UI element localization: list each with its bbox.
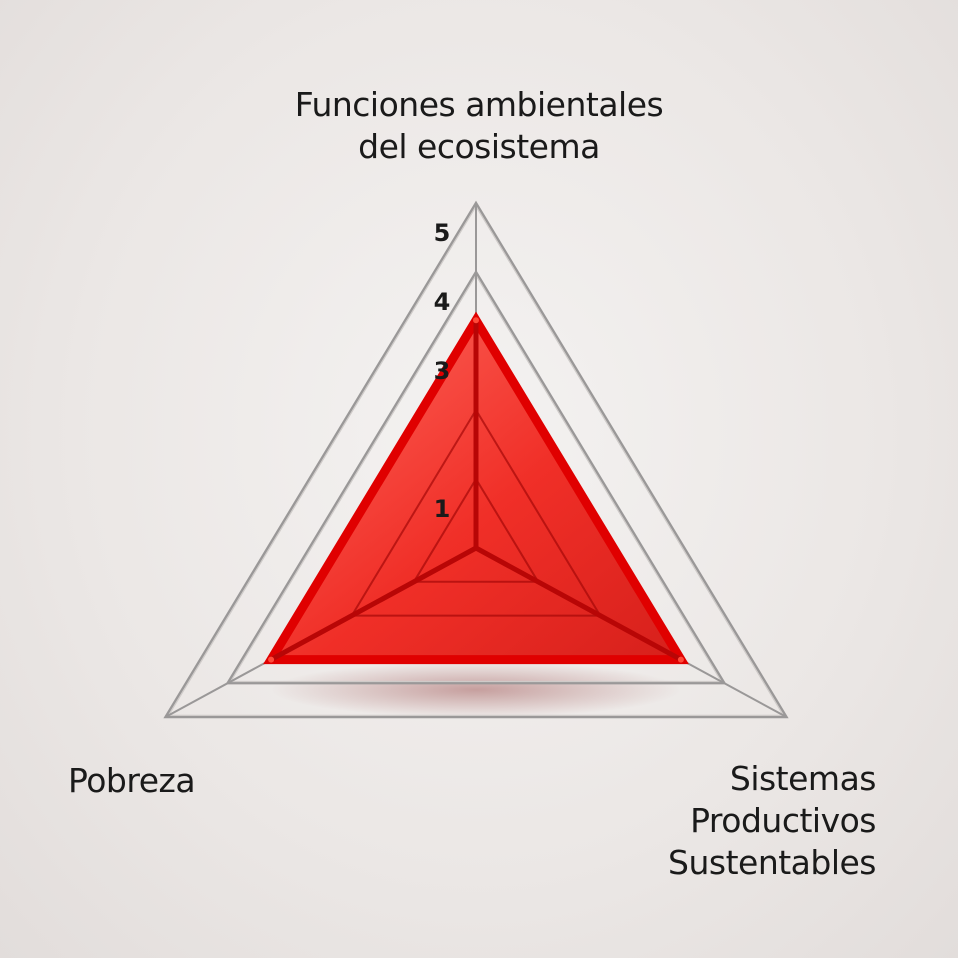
- axis-label-sistemas: Sistemas Productivos Sustentables: [620, 758, 876, 884]
- tick-label: 1: [434, 495, 451, 523]
- tick-label: 4: [434, 288, 451, 316]
- series-vertex: [268, 656, 275, 663]
- inner-grid-ring: [350, 408, 602, 617]
- axis-label-line: del ecosistema: [358, 127, 600, 166]
- axis-label-line: Sustentables: [668, 843, 876, 882]
- axis-label-line: Pobreza: [68, 761, 196, 800]
- grid-ring-inner-edge: [167, 205, 785, 717]
- series-vertex: [677, 656, 684, 663]
- axis-label-funciones: Funciones ambientales del ecosistema: [229, 84, 729, 168]
- axis-label-line: Funciones ambientales: [294, 85, 664, 124]
- axis-label-line: Sistemas: [729, 759, 877, 798]
- tick-label: 3: [434, 357, 451, 385]
- axis-label-line: Productivos: [690, 801, 876, 840]
- grid-ring: [163, 200, 789, 719]
- tick-label: 5: [434, 219, 451, 247]
- grid-ring-inner-edge: [229, 274, 723, 683]
- series-edge: [269, 545, 478, 662]
- inner-grid-ring: [412, 477, 540, 583]
- axis-label-pobreza: Pobreza: [68, 760, 268, 802]
- series-edge: [474, 545, 683, 662]
- series-shadow: [271, 661, 681, 718]
- series-vertex: [473, 317, 479, 324]
- grid-ring: [225, 269, 727, 685]
